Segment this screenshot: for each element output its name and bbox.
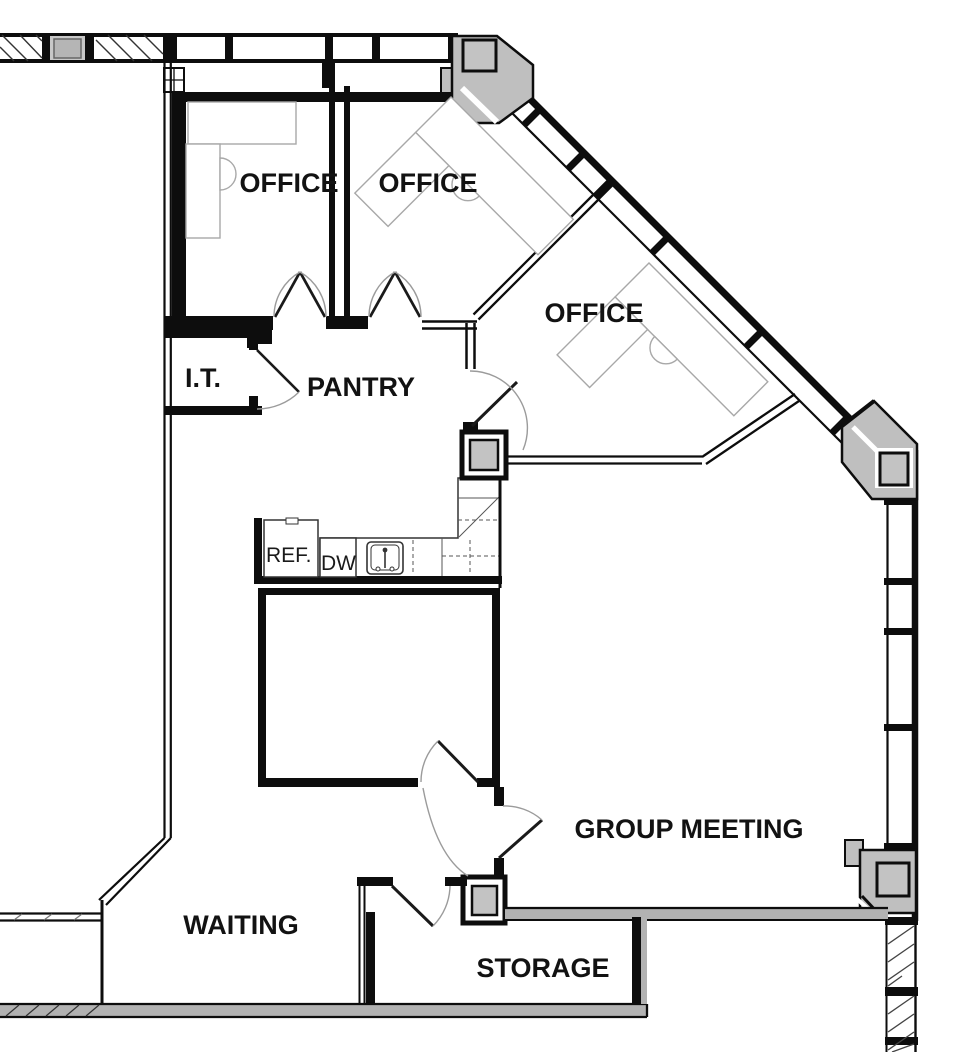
room-label-pantry: PANTRY	[307, 372, 415, 402]
label-refrigerator: REF.	[266, 544, 312, 567]
label-dishwasher: DW	[321, 552, 356, 575]
north-wall-corner-detail	[163, 67, 185, 93]
room-label-office-3: OFFICE	[545, 298, 644, 328]
office-2-chair	[451, 172, 481, 202]
west-wall-hatch-ticks	[13, 913, 83, 921]
group-meeting-door	[498, 805, 543, 860]
room-label-office-1: OFFICE	[240, 168, 339, 198]
office-divider-wall	[472, 193, 600, 321]
office3-south-wall	[506, 393, 800, 465]
southeast-corner-column	[840, 399, 919, 501]
group-meeting-south-wall	[505, 906, 888, 921]
office-2-door	[368, 271, 422, 318]
office-3-door	[469, 370, 529, 451]
it-room-door	[256, 349, 300, 410]
pantry-partition-walls	[422, 320, 478, 432]
room-label-it: I.T.	[185, 363, 221, 393]
north-wall-door	[50, 36, 85, 60]
office-2-desk	[353, 96, 575, 256]
east-window-wall	[884, 450, 919, 921]
northeast-window-wall	[493, 76, 889, 458]
doors	[256, 271, 543, 928]
room-labels: OFFICE OFFICE OFFICE I.T. PANTRY GROUP M…	[183, 168, 803, 983]
office-1-door	[273, 271, 327, 318]
waiting-column	[460, 874, 508, 926]
center-room-door	[420, 739, 480, 877]
kitchen-sink	[366, 541, 404, 575]
refrigerator	[263, 517, 319, 578]
office-3-desk	[556, 262, 769, 417]
north-wall-hatching	[0, 34, 164, 62]
pantry-column	[459, 429, 509, 481]
west-wall	[0, 63, 172, 1006]
furniture	[185, 96, 769, 417]
room-label-storage: STORAGE	[476, 953, 609, 983]
south-exterior-wall	[0, 1002, 649, 1019]
east-hatched-wall	[885, 917, 918, 1052]
office-walls	[165, 63, 453, 344]
office-1-desk	[185, 101, 297, 239]
room-label-office-2: OFFICE	[379, 168, 478, 198]
office-1-chair	[219, 157, 237, 191]
center-room-walls	[258, 588, 504, 878]
room-label-waiting: WAITING	[183, 910, 299, 940]
storage-door	[390, 884, 451, 928]
office-3-chair	[649, 335, 679, 365]
east-column	[844, 839, 918, 922]
room-label-group-meeting: GROUP MEETING	[574, 814, 803, 844]
storage-walls	[357, 877, 647, 1004]
dishwasher	[319, 537, 357, 578]
it-room-walls	[165, 330, 262, 415]
